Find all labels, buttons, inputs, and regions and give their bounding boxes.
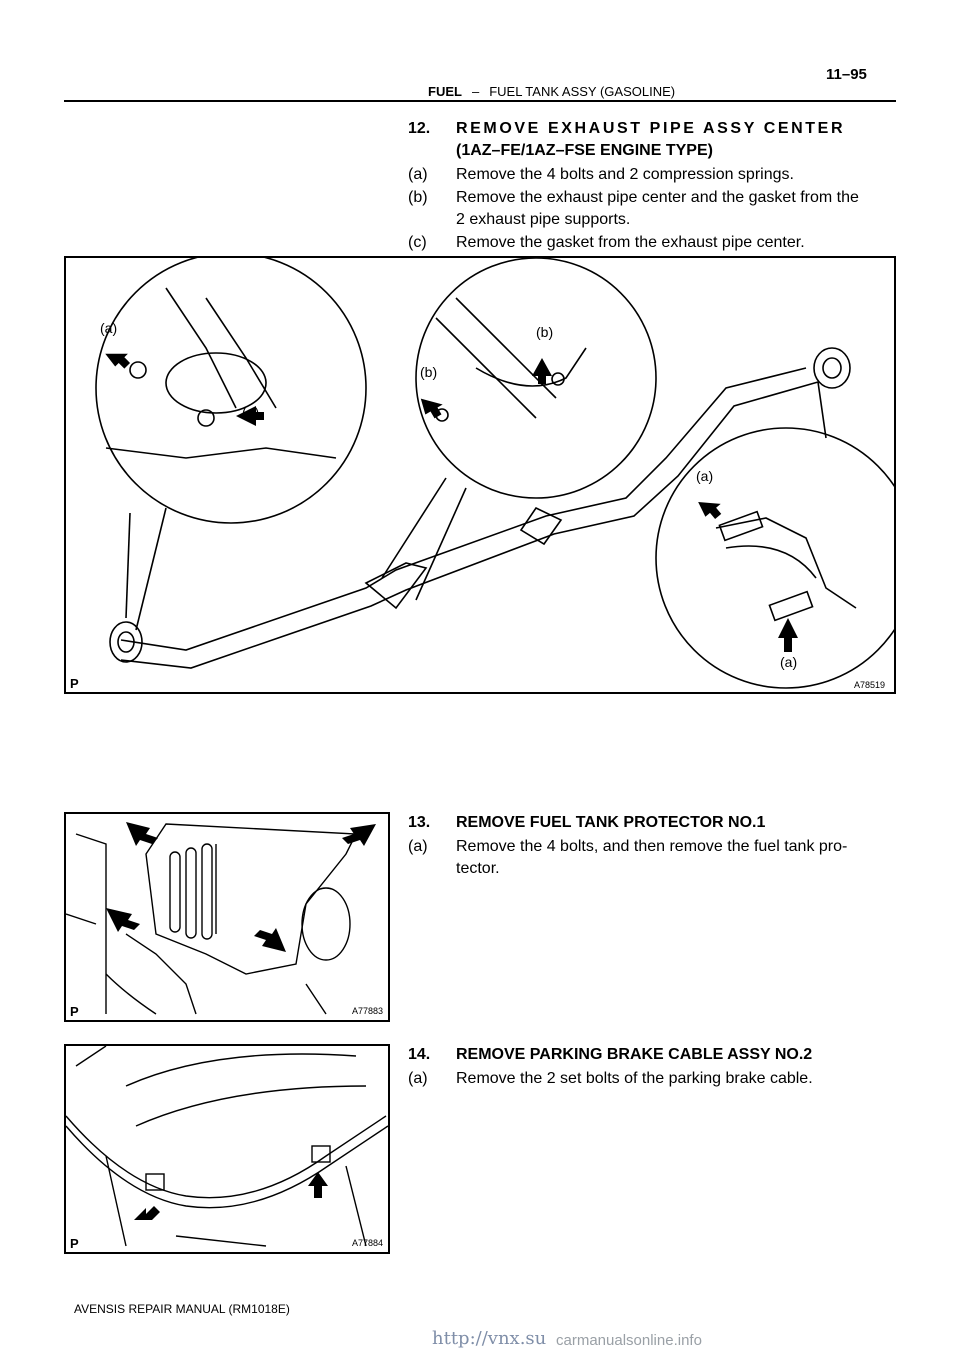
step-number: 12. — [408, 120, 431, 137]
figure-fuel-tank-protector: P A77883 — [64, 812, 390, 1022]
step-title-line2: (1AZ–FE/1AZ–FSE ENGINE TYPE) — [456, 142, 713, 159]
footer-link[interactable]: http://vnx.su — [432, 1328, 547, 1349]
exhaust-pipe-illustration — [95, 258, 894, 689]
substep-text-cont: 2 exhaust pipe supports. — [456, 211, 631, 228]
callout-a: (a) — [100, 320, 118, 336]
substep-text: Remove the 4 bolts, and then remove the … — [456, 838, 848, 855]
step-number: 14. — [408, 1046, 431, 1063]
figure-code: A77884 — [352, 1238, 384, 1248]
subsection-name: FUEL TANK ASSY (GASOLINE) — [489, 84, 676, 99]
figure-corner-mark: P — [70, 1236, 79, 1251]
step-title: REMOVE EXHAUST PIPE ASSY CENTER — [456, 120, 846, 137]
step-14-heading: 14. REMOVE PARKING BRAKE CABLE ASSY NO.2 — [408, 1044, 898, 1066]
step-number: 13. — [408, 814, 431, 831]
substep-text: Remove the 4 bolts and 2 compression spr… — [456, 166, 794, 183]
step-12-heading: 12. REMOVE EXHAUST PIPE ASSY CENTER — [408, 118, 898, 140]
parking-brake-cable-illustration — [66, 1046, 388, 1247]
substep-label: (b) — [408, 189, 428, 206]
callout-a: (a) — [242, 404, 260, 420]
header-rule — [64, 100, 896, 102]
substep-13a-cont: tector. — [408, 858, 898, 880]
step-title: REMOVE PARKING BRAKE CABLE ASSY NO.2 — [456, 1046, 813, 1063]
substep-12b-cont: 2 exhaust pipe supports. — [408, 209, 898, 231]
fuel-tank-protector-illustration — [66, 822, 376, 1015]
substep-text: Remove the 2 set bolts of the parking br… — [456, 1070, 813, 1087]
substep-text-cont: tector. — [456, 860, 500, 877]
page-number: 11–95 — [826, 66, 867, 83]
substep-label: (c) — [408, 234, 427, 251]
callout-a: (a) — [780, 654, 798, 670]
substep-13a: (a) Remove the 4 bolts, and then remove … — [408, 836, 898, 858]
header-dash: – — [471, 84, 480, 99]
watermark: carmanualsonline.info — [556, 1332, 702, 1349]
figure-corner-mark: P — [70, 1004, 79, 1019]
substep-12c: (c) Remove the gasket from the exhaust p… — [408, 232, 898, 254]
figure-code: A77883 — [352, 1006, 384, 1016]
callout-a: (a) — [696, 468, 714, 484]
step-12-heading-line2: (1AZ–FE/1AZ–FSE ENGINE TYPE) — [408, 140, 898, 162]
substep-14a: (a) Remove the 2 set bolts of the parkin… — [408, 1068, 898, 1090]
substep-12b: (b) Remove the exhaust pipe center and t… — [408, 187, 898, 209]
substep-label: (a) — [408, 838, 428, 855]
substep-text: Remove the gasket from the exhaust pipe … — [456, 234, 805, 251]
figure-exhaust-pipe: (a) (a) (b) (b) (a) (a) P A78519 — [64, 256, 896, 694]
figure-corner-mark: P — [70, 676, 79, 691]
header-section: FUEL–FUEL TANK ASSY (GASOLINE) — [428, 84, 675, 99]
callout-b: (b) — [420, 364, 438, 380]
substep-label: (a) — [408, 166, 428, 183]
substep-label: (a) — [408, 1070, 428, 1087]
section-name: FUEL — [428, 84, 462, 99]
footer-manual-title: AVENSIS REPAIR MANUAL (RM1018E) — [74, 1302, 290, 1316]
substep-text: Remove the exhaust pipe center and the g… — [456, 189, 859, 206]
callout-b: (b) — [536, 324, 554, 340]
substep-12a: (a) Remove the 4 bolts and 2 compression… — [408, 164, 898, 186]
figure-code: A78519 — [854, 680, 886, 690]
figure-parking-brake-cable: P A77884 — [64, 1044, 390, 1254]
step-title: REMOVE FUEL TANK PROTECTOR NO.1 — [456, 814, 766, 831]
step-13-heading: 13. REMOVE FUEL TANK PROTECTOR NO.1 — [408, 812, 898, 834]
